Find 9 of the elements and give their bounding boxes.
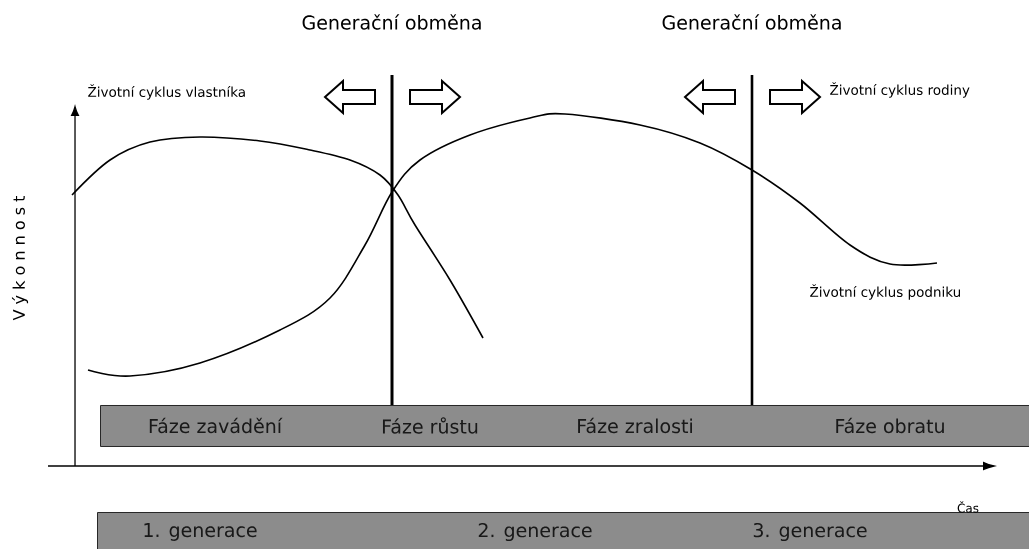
axis-label: V ý k o n n o s t (11, 195, 29, 321)
curve-label: Životní cyklus vlastníka (88, 84, 245, 100)
axis-label: Čas (957, 501, 979, 513)
heading: Generační obměna (662, 14, 841, 30)
curve-label: Životní cyklus rodiny (830, 82, 970, 98)
curve-label: Životní cyklus podniku (810, 284, 960, 300)
phase-band: Fáze zavádění Fáze růstu Fáze zralosti Fáze obratu (100, 405, 1029, 447)
heading: Generační obměna (302, 14, 481, 30)
generation-band: 1. generace 2. generace 3. generace (97, 512, 1029, 549)
